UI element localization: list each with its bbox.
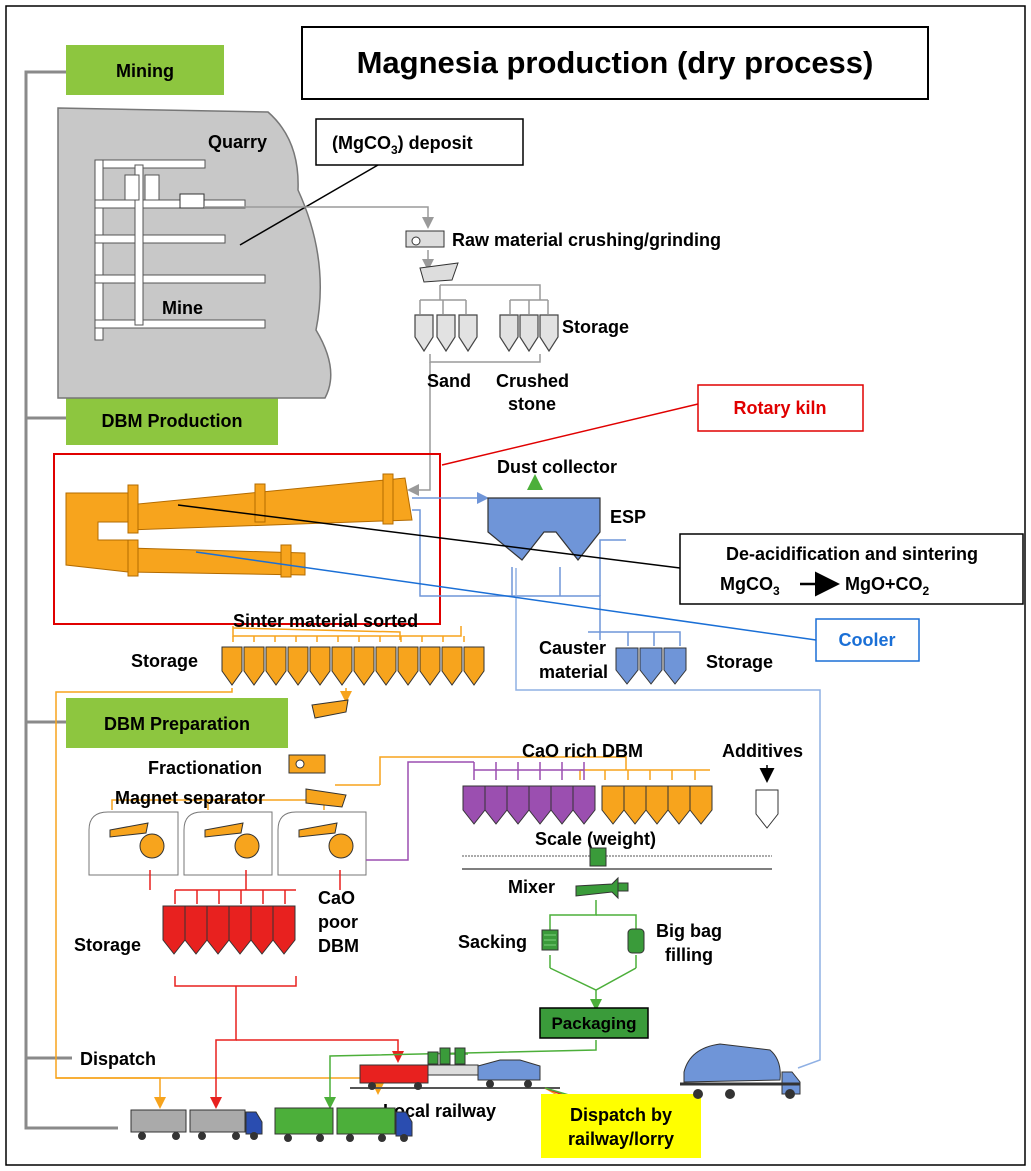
cao-rich-orange-silos [601, 785, 713, 825]
crushing-label: Raw material crushing/grinding [452, 230, 721, 250]
causter-label-2: material [539, 662, 608, 682]
packaging-box: Packaging [539, 1007, 649, 1039]
blue-tanker-lorry [680, 1043, 801, 1099]
causter-storage-silos [615, 647, 687, 685]
big-bag-label: Big bag [656, 921, 722, 941]
svg-text:MgO+CO2: MgO+CO2 [845, 574, 930, 598]
sand-silos [414, 314, 478, 353]
section-dbm-preparation: DBM Preparation [66, 698, 288, 748]
crushed-stone-label: Crushed [496, 371, 569, 391]
section-dbm-production-label: DBM Production [102, 411, 243, 431]
outer-frame [5, 5, 1026, 1166]
esp-dust-collector [487, 474, 601, 561]
section-mining-label: Mining [116, 61, 174, 81]
raw-material-flow [204, 206, 549, 496]
mixer-unit [575, 847, 629, 900]
mine-label: Mine [162, 298, 203, 318]
sinter-feed [232, 626, 465, 642]
deposit-label: (MgCO [332, 133, 391, 153]
section-bracket [24, 70, 118, 1130]
section-dbm-preparation-label: DBM Preparation [104, 714, 250, 734]
grading-units [88, 811, 367, 876]
additives-label: Additives [722, 741, 803, 761]
magnet-separator-label: Magnet separator [115, 788, 265, 808]
fractionation-label: Fractionation [148, 758, 262, 778]
cooler-callout: Cooler [195, 551, 920, 662]
sand-label: Sand [427, 371, 471, 391]
sacking-label: Sacking [458, 932, 527, 952]
screen-icon [419, 262, 459, 283]
cao-poor-label: CaO [318, 888, 355, 908]
green-lorry [274, 1107, 413, 1142]
cao-rich-flow [366, 761, 585, 861]
crushed-stone-silos [499, 314, 559, 353]
causter-storage-label: Storage [706, 652, 773, 672]
page-title: Magnesia production (dry process) [357, 45, 874, 80]
local-railway-label: Local railway [383, 1101, 496, 1121]
additives-silo [755, 789, 779, 829]
cao-poor-storage-silos [162, 905, 296, 955]
svg-text:MgCO3: MgCO3 [720, 574, 780, 598]
crushed-stone-label-2: stone [508, 394, 556, 414]
rotary-kiln-label: Rotary kiln [733, 398, 826, 418]
cao-poor-label-3: DBM [318, 936, 359, 956]
quarry-label: Quarry [208, 132, 267, 152]
cao-poor-flow [149, 870, 404, 1106]
section-dispatch-label: Dispatch [80, 1049, 156, 1069]
scale-label: Scale (weight) [535, 829, 656, 849]
section-mining: Mining [66, 45, 224, 95]
packaging-label: Packaging [551, 1014, 636, 1033]
gray-lorry-red [189, 1109, 263, 1140]
dust-collector-label: Dust collector [497, 457, 617, 477]
gas-flow [412, 492, 681, 646]
excavator-icon [179, 193, 205, 209]
kiln-frame [53, 453, 441, 625]
section-dbm-production: DBM Production [66, 395, 278, 445]
sinter-storage-silos [221, 646, 485, 686]
quarry-mine-illustration: Quarry Mine [57, 107, 332, 399]
dispatch-yellow-box: Dispatch by railway/lorry [541, 1094, 701, 1158]
deposit-callout: (MgCO3) deposit [239, 118, 524, 246]
sinter-sorted-label: Sinter material sorted [233, 611, 418, 631]
esp-label: ESP [610, 507, 646, 527]
reaction-right: MgO+CO [845, 574, 923, 594]
cao-poor-label-2: poor [318, 912, 358, 932]
raw-storage-label: Storage [562, 317, 629, 337]
crusher-icon [405, 230, 445, 248]
cao-poor-storage-label: Storage [74, 935, 141, 955]
dispatch-by-label: Dispatch by [570, 1105, 672, 1125]
mixer-label: Mixer [508, 877, 555, 897]
cao-rich-purple-silos [462, 785, 596, 825]
local-railway [350, 1047, 560, 1090]
reaction-title: De-acidification and sintering [726, 544, 978, 564]
gray-lorry-orange [130, 1109, 187, 1140]
sacking-icon [541, 929, 559, 951]
causter-label: Causter [539, 638, 606, 658]
big-bag-label-2: filling [665, 945, 713, 965]
title-box: Magnesia production (dry process) [301, 26, 929, 100]
big-bag-icon [627, 928, 645, 954]
rotary-kiln-callout: Rotary kiln [441, 384, 864, 466]
svg-text:(MgCO3) deposit: (MgCO3) deposit [332, 133, 473, 157]
fractionation-equipment [288, 699, 349, 808]
causter-dispatch-line [515, 568, 821, 1069]
reaction-left: MgCO [720, 574, 773, 594]
sinter-storage-label: Storage [131, 651, 198, 671]
dispatch-by-label-2: railway/lorry [568, 1129, 674, 1149]
rotary-kiln [65, 473, 413, 578]
reaction-callout: De-acidification and sintering MgCO3 MgO… [177, 504, 1024, 605]
cooler-label: Cooler [838, 630, 895, 650]
cao-rich-label: CaO rich DBM [522, 741, 643, 761]
